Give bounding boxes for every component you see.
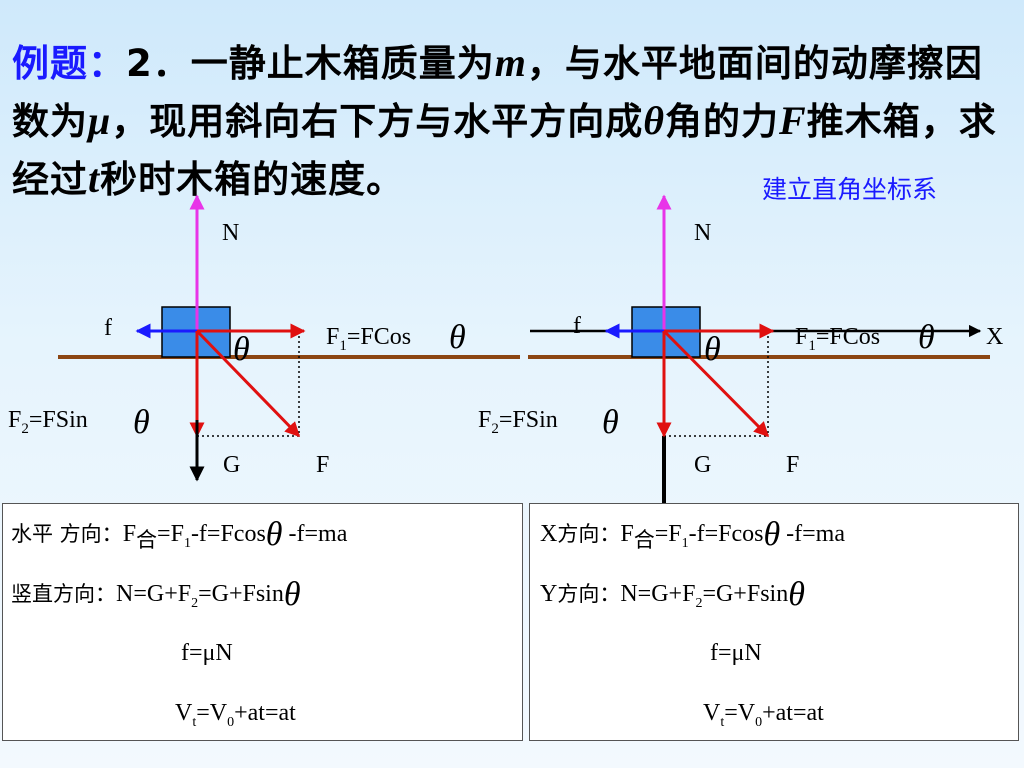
label-F: F xyxy=(786,452,799,478)
var-t: t xyxy=(88,156,101,201)
label-f: f xyxy=(573,313,581,339)
coordinate-system-note: 建立直角坐标系 xyxy=(762,175,938,204)
left-eq-friction: f=μN xyxy=(181,640,233,666)
label-N: N xyxy=(694,220,711,246)
right-eq-y: Y方向：N=G+F2=G+Fsinθ xyxy=(540,576,805,613)
problem-text-6: 秒时木箱的速度。 xyxy=(100,158,405,201)
var-F: F xyxy=(779,98,807,143)
right-eq-x: X方向：F合=F1-f=Fcosθ -f=ma xyxy=(540,516,845,553)
label-theta: θ xyxy=(233,331,250,368)
label-G: G xyxy=(223,452,240,478)
var-mu: μ xyxy=(88,98,112,143)
problem-number: 2 xyxy=(126,42,153,85)
right-equations-box: X方向：F合=F1-f=Fcosθ -f=ma Y方向：N=G+F2=G+Fsi… xyxy=(529,503,1019,741)
label-F2-theta: θ xyxy=(133,404,150,441)
problem-text-1: ．一静止木箱质量为 xyxy=(152,42,495,85)
label-F1: F1=FCos xyxy=(795,324,880,354)
label-G: G xyxy=(694,452,711,478)
problem-statement: 例题：2．一静止木箱质量为m，与水平地面间的动摩擦因数为μ，现用斜向右下方与水平… xyxy=(12,34,1012,208)
label-F2-theta: θ xyxy=(602,404,619,441)
left-equations-box: 水平 方向：F合=F1-f=Fcosθ -f=ma 竖直方向：N=G+F2=G+… xyxy=(2,503,523,741)
label-F1: F1=FCos xyxy=(326,324,411,354)
problem-text-5: 推木箱，求经过 xyxy=(12,100,997,201)
left-eq-vertical: 竖直方向：N=G+F2=G+Fsinθ xyxy=(11,576,301,613)
label-N: N xyxy=(222,220,239,246)
label-theta: θ xyxy=(704,331,721,368)
label-F2: F2=FSin xyxy=(478,407,558,437)
right-eq-velocity: Vt=V0+at=at xyxy=(703,700,824,730)
left-eq-velocity: Vt=V0+at=at xyxy=(175,700,296,730)
label-X: X xyxy=(986,324,1003,350)
applied-force-arrow xyxy=(662,329,770,438)
label-F2: F2=FSin xyxy=(8,407,88,437)
example-label: 例题： xyxy=(12,42,126,85)
var-m: m xyxy=(494,40,527,85)
right-force-diagram: N f θ F1=FCos θ X F2=FSin θ G F xyxy=(478,194,1003,515)
left-force-diagram: N f θ F1=FCos θ F2=FSin θ G F xyxy=(8,194,520,482)
label-F1-theta: θ xyxy=(449,319,466,356)
problem-text-4: 角的力 xyxy=(665,100,780,143)
left-eq-horizontal: 水平 方向：F合=F1-f=Fcosθ -f=ma xyxy=(11,516,348,553)
right-eq-friction: f=μN xyxy=(710,640,762,666)
problem-text-2: ，与水平地面间的动摩擦因数为 xyxy=(12,42,983,143)
var-theta: θ xyxy=(643,98,666,143)
applied-force-arrow xyxy=(195,329,301,438)
problem-text-3: ，现用斜向右下方与水平方向成 xyxy=(111,100,644,143)
label-F: F xyxy=(316,452,329,478)
label-f: f xyxy=(104,315,112,341)
label-F1-theta: θ xyxy=(918,319,935,356)
